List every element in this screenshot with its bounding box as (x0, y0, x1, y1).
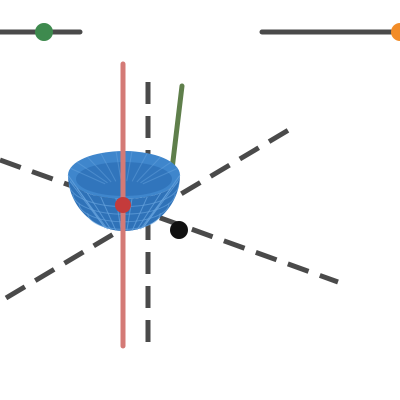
bowl-grid-line (131, 152, 148, 182)
axis-dashed-diagonal (4, 125, 294, 301)
left-slider[interactable] (0, 23, 83, 41)
left-slider-handle-icon[interactable] (35, 23, 53, 41)
bowl-grid-line (86, 156, 112, 183)
bowl-grid-line (76, 161, 108, 184)
right-slider[interactable] (259, 23, 400, 41)
blue-bowl[interactable] (67, 151, 181, 232)
bowl-grid-line (126, 198, 133, 232)
bowl-grid-line (126, 151, 133, 182)
bowl-grid-line (100, 152, 117, 182)
bowl-grid-line (142, 167, 178, 185)
right-slider-handle-icon[interactable] (391, 23, 400, 41)
red-marker-icon[interactable] (115, 197, 131, 213)
bowl-grid-line (140, 161, 172, 184)
dashed-axes (0, 82, 339, 346)
bowl-grid-line (136, 156, 162, 183)
bowl-grid-line (142, 181, 179, 229)
axis-dashed-left-right (0, 157, 339, 285)
bowl-grid-line (140, 187, 172, 230)
bowl-grid-line (70, 167, 106, 185)
black-marker-icon[interactable] (170, 221, 188, 239)
bowl-grid-line (115, 151, 122, 182)
